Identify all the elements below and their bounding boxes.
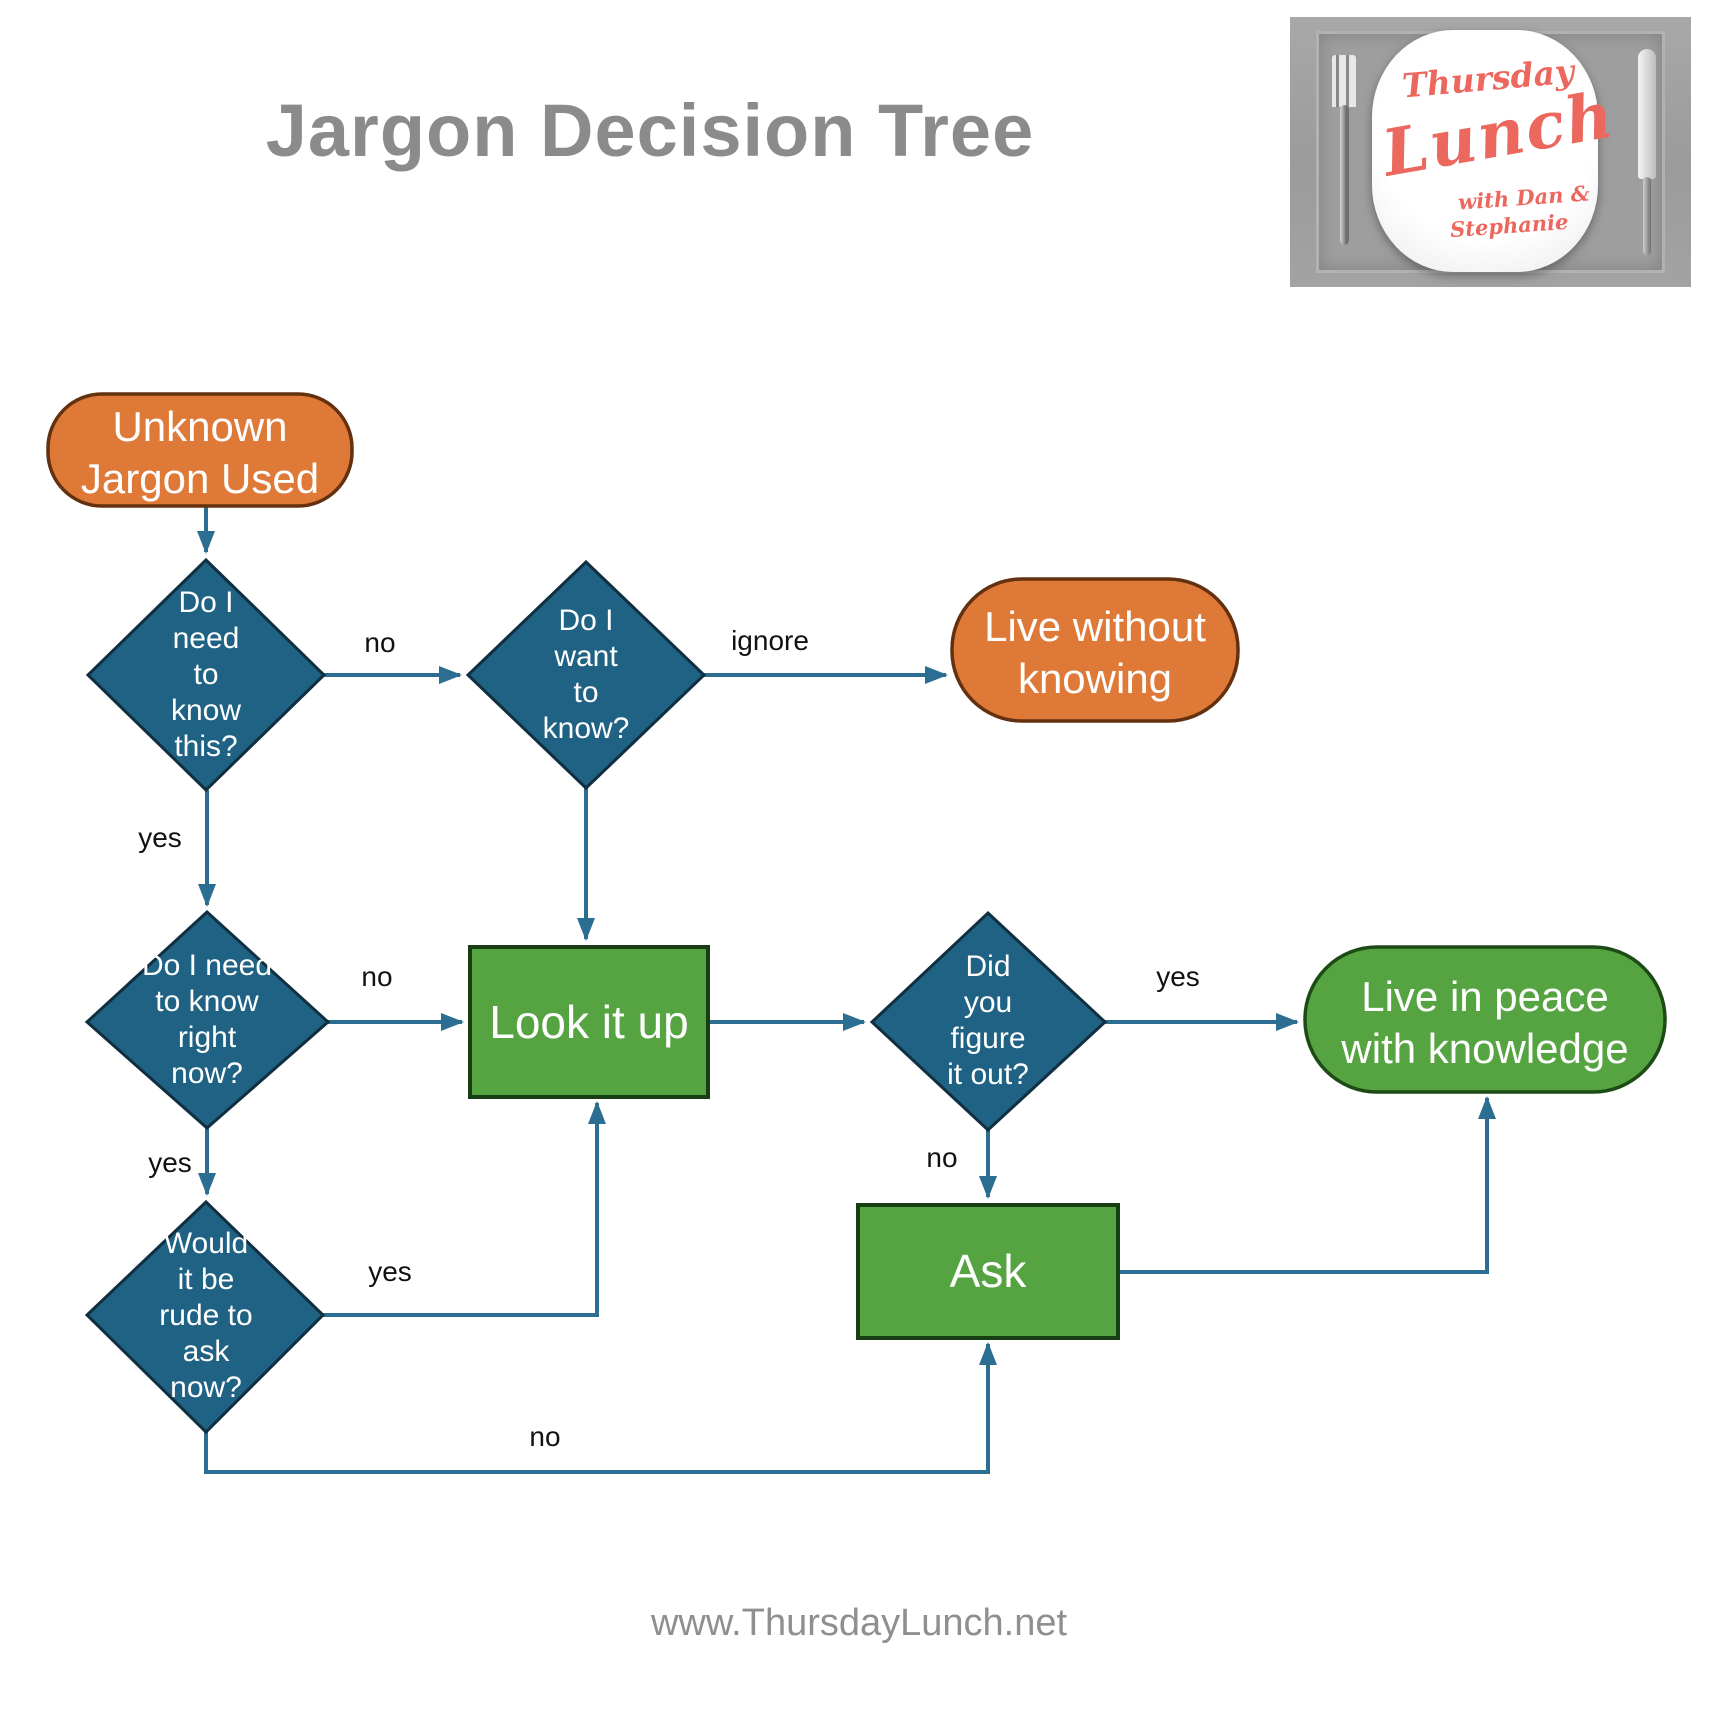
svg-text:know?: know?	[543, 712, 630, 745]
svg-text:rude to: rude to	[159, 1299, 252, 1332]
svg-text:Live in peace: Live in peace	[1361, 973, 1609, 1020]
edge-label-need-no: no	[364, 627, 395, 658]
node-would-it-be-rude-to-ask-now: Would it be rude to ask now?	[84, 1199, 326, 1435]
svg-text:figure: figure	[950, 1022, 1025, 1055]
edge-label-want-ignore: ignore	[731, 625, 809, 656]
page-title: Jargon Decision Tree	[265, 89, 1035, 172]
edge-rude-no	[204, 1342, 997, 1474]
svg-text:know: know	[171, 694, 241, 727]
svg-text:it be: it be	[178, 1263, 235, 1296]
svg-text:to know: to know	[155, 985, 259, 1018]
svg-text:right: right	[178, 1021, 237, 1054]
edge-label-need-yes: yes	[138, 822, 182, 853]
svg-text:now?: now?	[170, 1371, 242, 1404]
svg-text:want: want	[553, 640, 618, 673]
svg-text:ask: ask	[183, 1335, 231, 1368]
node-look-it-up: Look it up	[468, 945, 710, 1099]
svg-text:Live without: Live without	[984, 603, 1206, 650]
edge-label-rude-no: no	[529, 1421, 560, 1452]
svg-text:Look it up: Look it up	[489, 996, 688, 1048]
svg-text:to: to	[573, 676, 598, 709]
node-do-i-need-to-know-right-now: Do I need to know right now?	[84, 909, 331, 1130]
edge-label-figure-no: no	[926, 1142, 957, 1173]
fork-icon	[1332, 55, 1356, 245]
node-unknown-jargon-used: Unknown Jargon Used	[46, 392, 354, 508]
edge-label-now-no: no	[361, 961, 392, 992]
edge-label-figure-yes: yes	[1156, 961, 1200, 992]
node-live-in-peace-with-knowledge: Live in peace with knowledge	[1303, 945, 1667, 1094]
svg-text:need: need	[173, 622, 240, 655]
edge-label-rude-yes: yes	[368, 1256, 412, 1287]
footer-url: www.ThursdayLunch.net	[650, 1602, 1068, 1644]
svg-text:this?: this?	[174, 730, 237, 763]
svg-text:with knowledge: with knowledge	[1340, 1025, 1628, 1072]
edge-label-now-yes: yes	[148, 1147, 192, 1178]
svg-text:Do I need: Do I need	[142, 949, 272, 982]
svg-text:you: you	[964, 986, 1012, 1019]
svg-text:Do I: Do I	[558, 604, 613, 637]
node-ask: Ask	[856, 1203, 1120, 1340]
edge-rude-yes	[323, 1101, 606, 1317]
node-live-without-knowing: Live without knowing	[950, 577, 1240, 723]
svg-text:Jargon Used: Jargon Used	[81, 455, 319, 502]
svg-text:Do I: Do I	[178, 586, 233, 619]
svg-text:Would: Would	[164, 1227, 249, 1260]
thursday-lunch-logo: Thursday Lunch with Dan & Stephanie	[1290, 17, 1691, 287]
plate	[1372, 30, 1598, 272]
node-do-i-need-to-know-this: Do I need to know this?	[85, 557, 327, 793]
knife-icon	[1638, 49, 1658, 255]
edge-ask-to-peace	[1118, 1096, 1496, 1274]
svg-text:Did: Did	[965, 950, 1010, 983]
svg-text:Ask: Ask	[950, 1245, 1028, 1297]
node-did-you-figure-it-out: Did you figure it out?	[869, 910, 1108, 1133]
svg-text:Unknown: Unknown	[112, 403, 287, 450]
svg-text:to: to	[193, 658, 218, 691]
svg-text:now?: now?	[171, 1057, 243, 1090]
svg-text:it out?: it out?	[947, 1058, 1029, 1091]
svg-text:knowing: knowing	[1018, 655, 1172, 702]
node-do-i-want-to-know: Do I want to know?	[465, 559, 707, 791]
